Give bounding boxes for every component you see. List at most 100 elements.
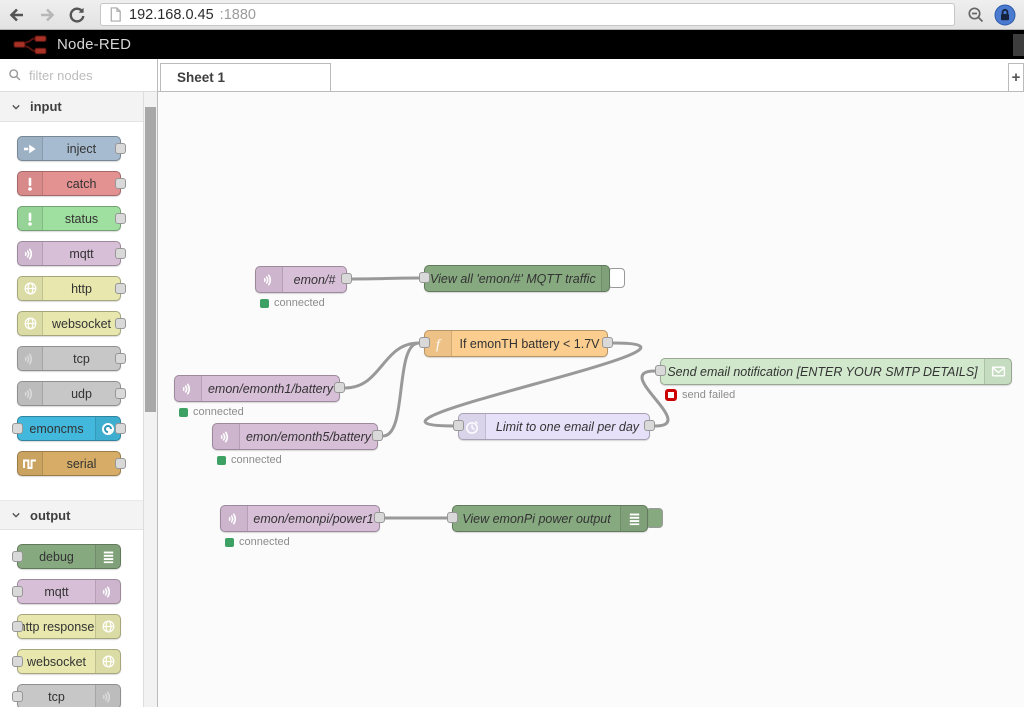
input-port[interactable] [655, 365, 666, 376]
status-connected-icon [217, 455, 226, 465]
url-port: :1880 [219, 6, 256, 23]
output-port[interactable] [115, 248, 126, 259]
debug-toggle-button[interactable] [608, 268, 625, 288]
wifi-icon [18, 347, 43, 370]
input-port[interactable] [12, 621, 23, 632]
palette-node-inject[interactable]: inject [17, 136, 126, 161]
output-port[interactable] [115, 213, 126, 224]
header-menu-button[interactable] [1013, 34, 1024, 56]
output-port[interactable] [115, 458, 126, 469]
flow-node-debug-all[interactable]: View all 'emon/#' MQTT traffic [419, 265, 625, 292]
output-port[interactable] [602, 337, 613, 348]
profile-lock-icon [994, 4, 1016, 25]
status-connected-icon [179, 407, 188, 417]
input-port[interactable] [419, 337, 430, 348]
palette-node-udp[interactable]: udp [17, 381, 126, 406]
wifi-icon [175, 376, 202, 401]
flow-node-body: View emonPi power output [452, 505, 648, 532]
flow-node-debug-power[interactable]: View emonPi power output [447, 505, 663, 532]
url-bar[interactable]: 192.168.0.45:1880 [100, 3, 955, 26]
input-port[interactable] [453, 420, 464, 431]
palette-node-mqtt[interactable]: mqtt [17, 241, 126, 266]
output-port[interactable] [372, 430, 383, 441]
globe-icon [18, 312, 43, 335]
palette-category-input[interactable]: input [0, 92, 144, 122]
output-port[interactable] [644, 420, 655, 431]
flow-canvas[interactable]: emon/#connected View all 'emon/#' MQTT tr… [158, 92, 1024, 707]
flow-tabbar: Sheet 1 + [158, 59, 1024, 92]
input-port[interactable] [419, 272, 430, 283]
palette-node-serial[interactable]: serial [17, 451, 126, 476]
back-button[interactable] [6, 4, 28, 26]
output-port[interactable] [374, 512, 385, 523]
wifi-icon [18, 242, 43, 265]
flow-node-body: emon/emonpi/power1 [220, 505, 380, 532]
palette-node-body: http response [17, 614, 121, 639]
output-port[interactable] [115, 423, 126, 434]
debug-toggle-button[interactable] [646, 508, 663, 528]
input-port[interactable] [447, 512, 458, 523]
palette-node-body: tcp [17, 346, 121, 371]
profile-button[interactable] [994, 4, 1016, 26]
flow-node-mqtt-emon[interactable]: emon/#connected [255, 266, 352, 309]
palette-node-tcp[interactable]: tcp [12, 684, 121, 707]
palette-node-status[interactable]: status [17, 206, 126, 231]
chevron-down-icon [11, 98, 21, 116]
browser-toolbar-right [963, 4, 1018, 26]
palette-category-output[interactable]: output [0, 500, 144, 530]
palette-scrollbar-thumb[interactable] [145, 107, 156, 412]
forward-button[interactable] [36, 4, 58, 26]
flow-node-email-notify[interactable]: Send email notification [ENTER YOUR SMTP… [655, 358, 1012, 401]
palette-node-tcp[interactable]: tcp [17, 346, 126, 371]
input-port[interactable] [12, 586, 23, 597]
flow-node-body: Send email notification [ENTER YOUR SMTP… [660, 358, 1012, 385]
output-port[interactable] [115, 388, 126, 399]
palette-node-body: inject [17, 136, 121, 161]
tab-sheet-1[interactable]: Sheet 1 [160, 63, 331, 92]
palette-node-emoncms[interactable]: emoncms [12, 416, 126, 441]
palette-node-debug[interactable]: debug [12, 544, 121, 569]
app-title: Node-RED [57, 36, 132, 53]
list-icon [620, 506, 647, 531]
palette-node-body: tcp [17, 684, 121, 707]
palette-node-catch[interactable]: catch [17, 171, 126, 196]
palette-node-body: udp [17, 381, 121, 406]
output-port[interactable] [115, 318, 126, 329]
node-red-logo [13, 35, 47, 54]
add-flow-button[interactable]: + [1008, 63, 1024, 92]
wire[interactable] [640, 369, 670, 428]
palette-node-websocket[interactable]: websocket [17, 311, 126, 336]
output-port[interactable] [115, 143, 126, 154]
reload-button[interactable] [66, 4, 88, 26]
wifi-icon [256, 267, 283, 292]
palette-node-body: http [17, 276, 121, 301]
input-port[interactable] [12, 656, 23, 667]
node-status-text: connected [193, 406, 244, 418]
input-port[interactable] [12, 691, 23, 702]
output-port[interactable] [115, 283, 126, 294]
output-port[interactable] [334, 382, 345, 393]
palette-node-websocket[interactable]: websocket [12, 649, 121, 674]
palette-node-http[interactable]: http [17, 276, 126, 301]
flow-node-body: emon/emonth5/battery [212, 423, 378, 450]
output-port[interactable] [341, 273, 352, 284]
filter-nodes-input[interactable] [27, 66, 139, 84]
wire[interactable] [351, 276, 420, 281]
zoom-out-button[interactable] [965, 4, 987, 26]
output-port[interactable] [115, 353, 126, 364]
input-port[interactable] [12, 551, 23, 562]
output-port[interactable] [115, 178, 126, 189]
palette-node-body: websocket [17, 311, 121, 336]
palette-node-http-response[interactable]: http response [12, 614, 121, 639]
palette-node-mqtt[interactable]: mqtt [12, 579, 121, 604]
wire[interactable] [382, 341, 420, 438]
flow-node-delay-limit[interactable]: Limit to one email per day [453, 413, 655, 440]
wire[interactable] [423, 341, 643, 428]
palette-filter [0, 59, 157, 92]
input-port[interactable] [12, 423, 23, 434]
wire[interactable] [344, 341, 420, 390]
